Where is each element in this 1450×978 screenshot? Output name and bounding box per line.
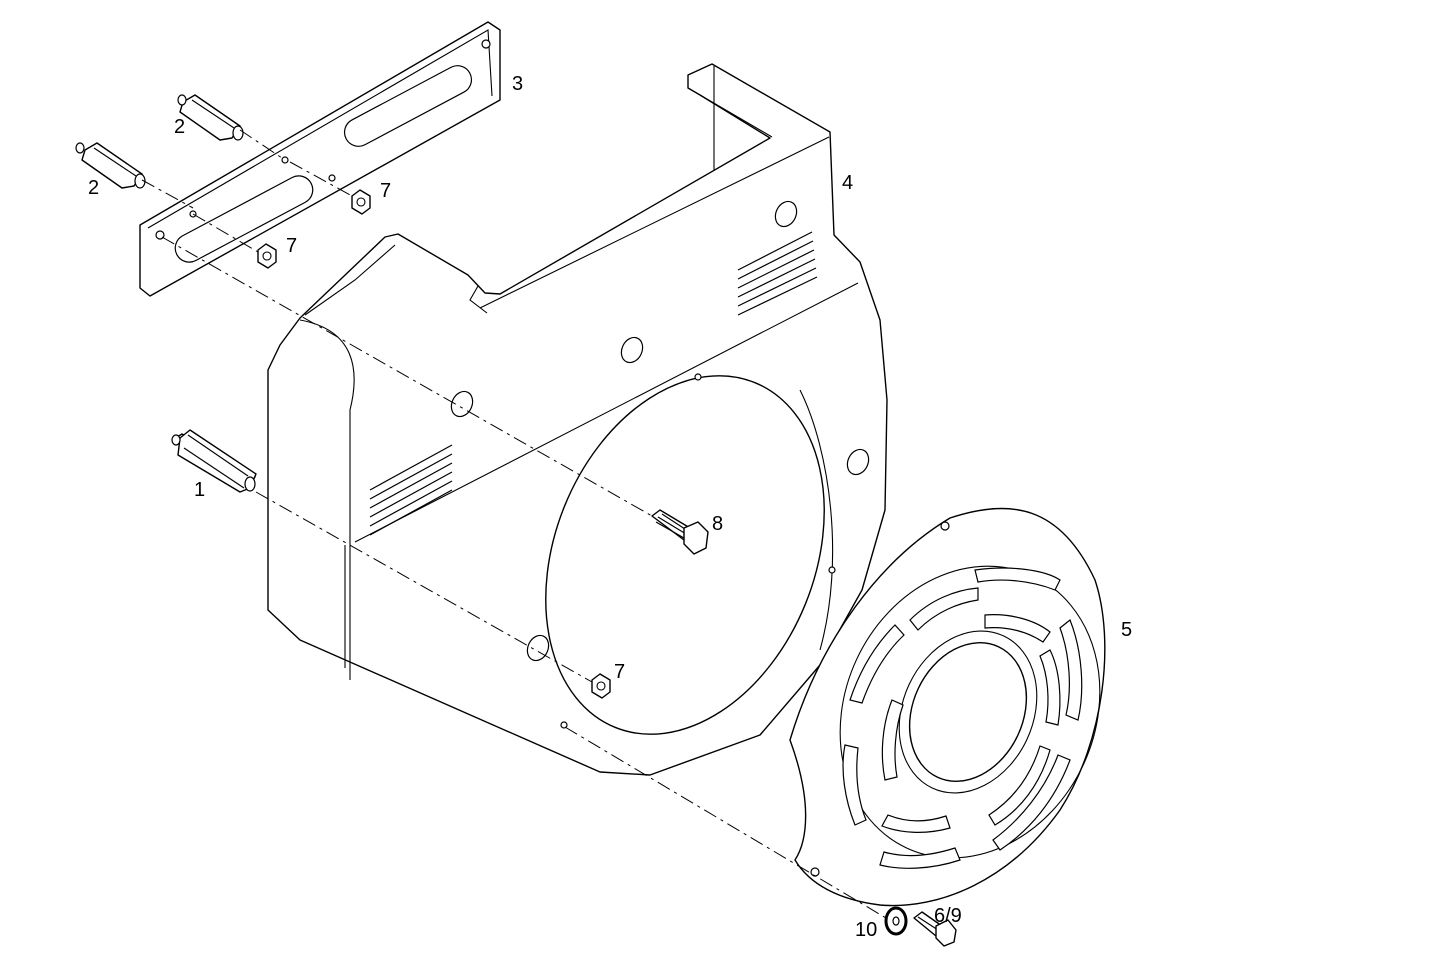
- spacer-bolt-2a: [177, 94, 244, 141]
- label-nut-7-upper-right: 7: [380, 180, 391, 202]
- label-spacer-2-lower: 2: [88, 177, 99, 199]
- nut-7-upper-right: [351, 189, 371, 215]
- spacer-bolt-2b: [75, 142, 146, 189]
- screw-6-9: [913, 911, 957, 947]
- label-cover-5: 5: [1121, 619, 1132, 641]
- label-spacer-2-upper: 2: [174, 116, 185, 138]
- vent-louvers-lower: [369, 444, 453, 536]
- nut-7-lower: [591, 673, 611, 699]
- label-housing-4: 4: [842, 172, 853, 194]
- label-spacer-1: 1: [194, 479, 205, 501]
- cover-part: [789, 507, 1106, 907]
- spacer-bolt-1: [171, 429, 257, 493]
- bolt-8: [651, 509, 709, 555]
- label-bracket-3: 3: [512, 73, 523, 95]
- label-nut-7-lower: 7: [614, 661, 625, 683]
- label-washer-10: 10: [855, 919, 877, 941]
- vent-louvers-upper: [737, 231, 818, 316]
- label-bolt-8: 8: [712, 513, 723, 535]
- washer-10: [884, 906, 908, 936]
- nut-7-upper-left: [257, 243, 277, 269]
- label-nut-7-upper-left: 7: [286, 235, 297, 257]
- bracket-plate-part: [139, 21, 501, 297]
- housing-part: [267, 63, 888, 776]
- callout-labels: 1 2 2 3 4 5 6/9 7 7 7 8 10: [88, 73, 1132, 941]
- label-screw-6-9: 6/9: [934, 905, 962, 927]
- assembly-lines: [141, 129, 887, 919]
